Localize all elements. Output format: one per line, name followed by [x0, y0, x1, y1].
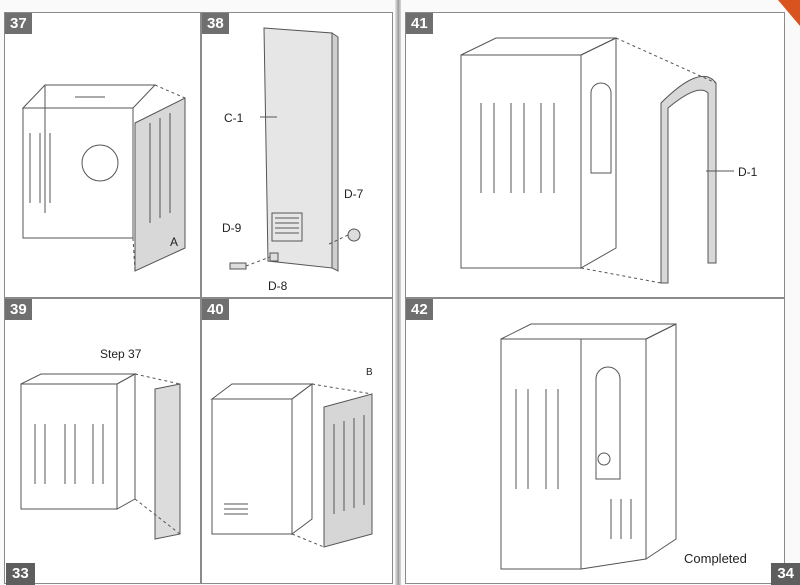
step-39-illustration: [20, 373, 181, 540]
part-label: A: [170, 235, 179, 249]
completed-label: Completed: [684, 551, 747, 566]
part-label: D-8: [268, 279, 288, 293]
part-label: B: [366, 367, 373, 378]
step-reference-label: Step 37: [100, 347, 142, 361]
step-41-illustration: [460, 37, 734, 284]
step-42-illustration: [500, 323, 677, 570]
step-number: 37: [5, 13, 32, 34]
right-page: 41 D-1 42: [401, 0, 800, 585]
left-page: 37 A 38: [0, 0, 397, 585]
step-42-panel: 42 Completed: [405, 298, 785, 584]
book-spine: [395, 0, 403, 585]
step-number: 39: [5, 299, 32, 320]
page-number: 33: [6, 563, 35, 585]
step-40-illustration: [210, 383, 373, 548]
step-37-illustration: [21, 84, 186, 272]
step-number: 42: [406, 299, 433, 320]
step-41-panel: 41 D-1: [405, 12, 785, 298]
step-40-panel: 40 B: [201, 298, 393, 584]
page-number: 34: [771, 563, 800, 585]
part-label: D-1: [738, 165, 758, 179]
step-number: 40: [202, 299, 229, 320]
step-39-panel: 39 Step 37: [4, 298, 201, 584]
part-label: D-7: [344, 187, 364, 201]
step-37-panel: 37 A: [4, 12, 201, 298]
step-number: 38: [202, 13, 229, 34]
step-38-illustration: [229, 27, 361, 272]
part-label: C-1: [224, 111, 244, 125]
part-label: D-9: [222, 221, 242, 235]
step-38-panel: 38 C-1 D-7 D-9 D-8: [201, 12, 393, 298]
step-number: 41: [406, 13, 433, 34]
